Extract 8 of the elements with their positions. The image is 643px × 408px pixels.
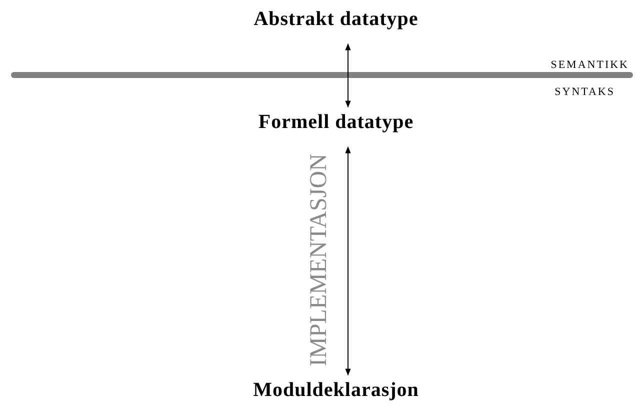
axis-label: IMPLEMENTASJON xyxy=(306,152,332,368)
region-label: SYNTAKS xyxy=(554,85,615,100)
region-label: SEMANTIKK xyxy=(550,58,629,73)
node-label: Formell datatype xyxy=(256,111,416,133)
node-label: Moduldeklarasjon xyxy=(251,379,421,401)
double-arrow xyxy=(345,43,351,108)
node-label: Abstrakt datatype xyxy=(252,8,420,30)
double-arrow xyxy=(345,146,351,376)
